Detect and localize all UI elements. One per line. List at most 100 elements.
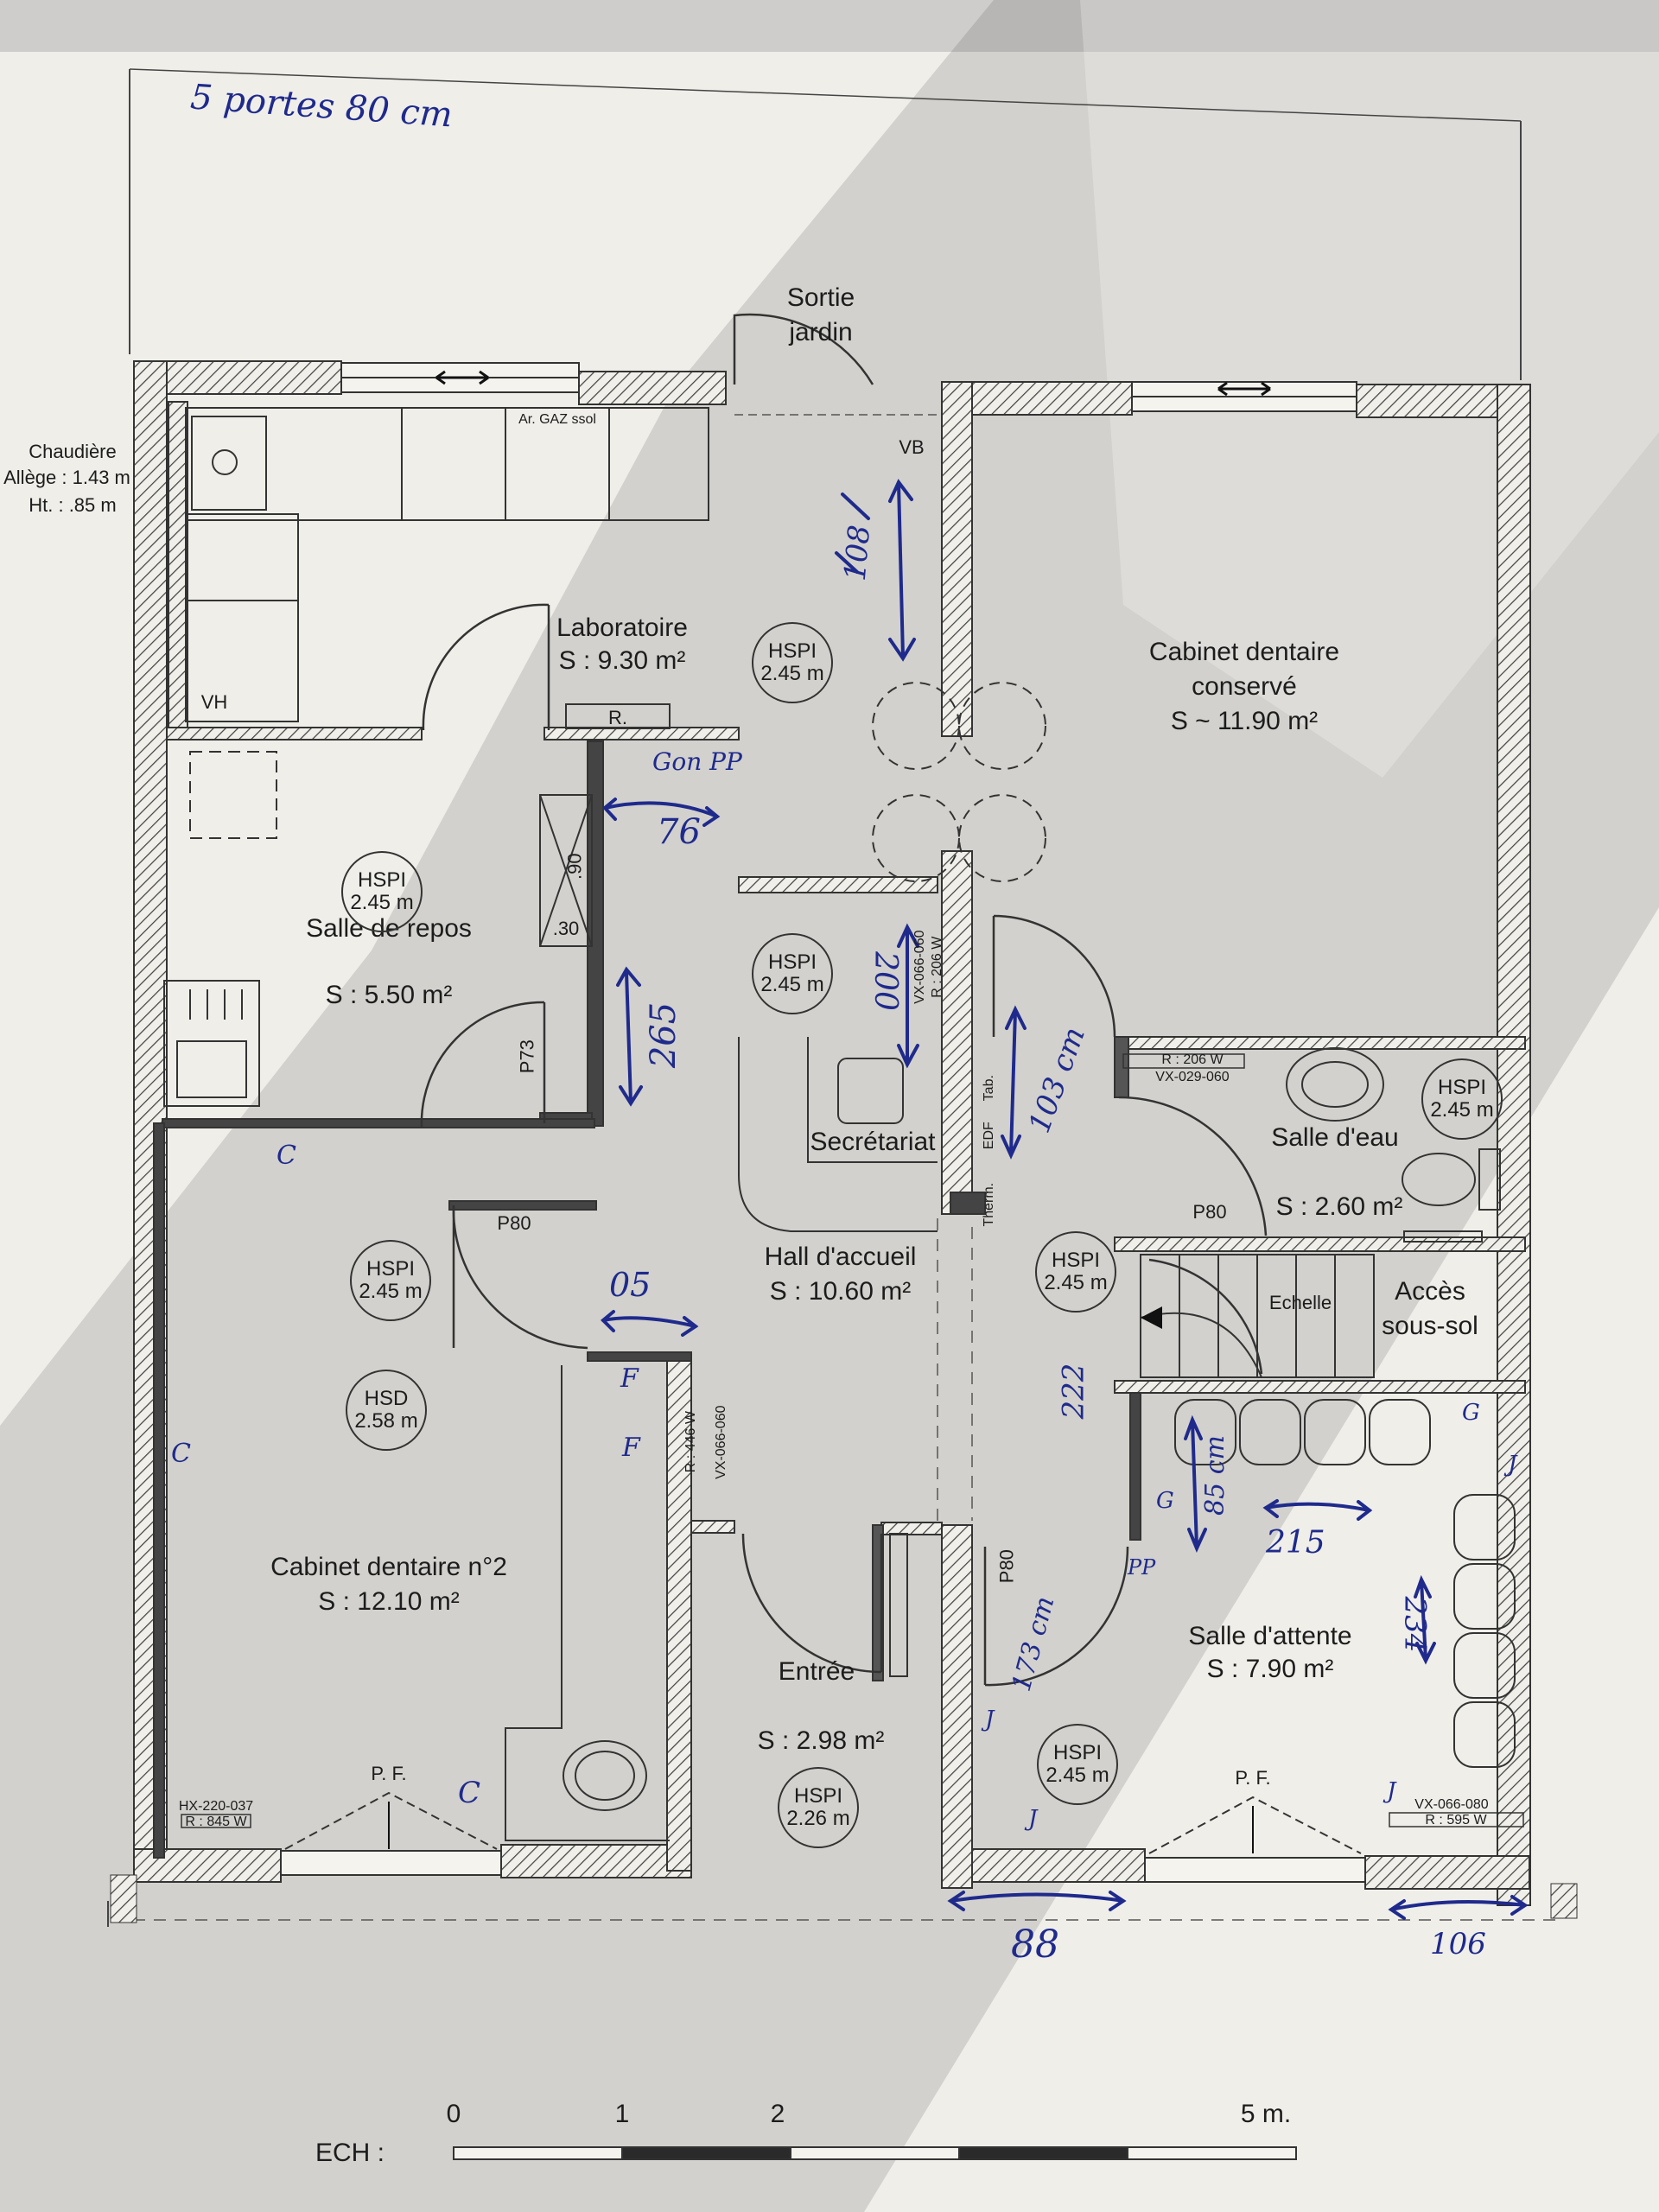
- handwritten-200: 200: [867, 951, 903, 1011]
- room-salle-eau-area: S : 2.60 m²: [1275, 1192, 1403, 1221]
- d90-label: .90: [563, 853, 586, 880]
- vh-label: VH: [200, 691, 228, 713]
- handwritten-f1: F: [620, 1363, 639, 1394]
- room-entree-name: Entrée: [778, 1657, 855, 1686]
- handwritten-arrows: [601, 479, 1529, 1920]
- room-laboratoire-area: S : 9.30 m²: [558, 646, 686, 675]
- scale-tick-2: 2: [770, 2100, 785, 2128]
- handwritten-gonpp: Gon PP: [652, 747, 742, 776]
- handwritten-g2: G: [1462, 1400, 1480, 1426]
- radiator-b-ref: VX-066-060: [713, 1405, 728, 1479]
- handwritten-j1: J: [985, 1707, 995, 1732]
- garden-exit-door[interactable]: [733, 313, 874, 385]
- garden-exit-line1: Sortie: [786, 283, 855, 312]
- handwritten-c1: C: [276, 1141, 296, 1171]
- pf-label-a: P. F.: [371, 1763, 407, 1784]
- handwritten-c3: C: [458, 1776, 481, 1810]
- room-entree-area: S : 2.98 m²: [757, 1726, 885, 1755]
- p73-label: P73: [516, 1039, 538, 1074]
- french-windows: [284, 1791, 1362, 1854]
- p80-label-a: P80: [497, 1212, 531, 1234]
- exterior-walls: [133, 360, 1531, 1906]
- handwritten-222: 222: [1056, 1363, 1091, 1420]
- handwritten-85: 85 cm: [1199, 1435, 1230, 1516]
- room-salle-attente-area: S : 7.90 m²: [1206, 1655, 1334, 1683]
- radiator-b-power: R : 446 W: [683, 1411, 698, 1473]
- p80-label-b: P80: [1192, 1201, 1227, 1223]
- radiator-c-power: R : 845 W: [185, 1815, 247, 1829]
- room-cabinet-conserve-line2: conservé: [1192, 672, 1297, 701]
- handwritten-108: 108: [837, 523, 878, 583]
- handwritten-g1: G: [1156, 1488, 1174, 1514]
- edf-label: EDF: [981, 1122, 996, 1150]
- laboratory-fixtures: [163, 407, 709, 1107]
- scale-tick-5: 5 m.: [1240, 2100, 1292, 2128]
- handwritten-106: 106: [1430, 1927, 1486, 1961]
- room-laboratoire-name: Laboratoire: [556, 613, 688, 642]
- scale-tick-1: 1: [614, 2100, 630, 2128]
- radiator-e-ref: VX-066-060: [912, 930, 927, 1004]
- handwritten-j4: J: [1508, 1452, 1517, 1478]
- handwritten-215: 215: [1266, 1525, 1325, 1560]
- handwritten-265: 265: [644, 1001, 684, 1069]
- room-hall-name: Hall d'accueil: [764, 1243, 917, 1271]
- garden-exit-line2: jardin: [789, 318, 853, 346]
- room-hall-area: S : 10.60 m²: [769, 1277, 912, 1306]
- radiator-e-power: R : 206 W: [929, 936, 944, 998]
- boiler-sill: Allège : 1.43 m: [3, 467, 130, 488]
- room-cabinet-conserve-line1: Cabinet dentaire: [1148, 638, 1340, 666]
- radiator-a-power: R : 206 W: [1161, 1052, 1224, 1067]
- room-salle-eau-name: Salle d'eau: [1271, 1123, 1399, 1152]
- room-cabinet2-area: S : 12.10 m²: [318, 1587, 460, 1616]
- echelle-label: Echelle: [1268, 1292, 1332, 1313]
- scale-tick-0: 0: [446, 2100, 461, 2128]
- room-secretariat-name: Secrétariat: [810, 1128, 936, 1156]
- room-salle-attente-name: Salle d'attente: [1188, 1622, 1352, 1650]
- handwritten-05: 05: [609, 1266, 652, 1304]
- cabinet-2-fixtures: [505, 1365, 908, 1841]
- boiler-height: Ht. : .85 m: [29, 494, 117, 516]
- vb-label: VB: [899, 436, 925, 458]
- room-acces-line2: sous-sol: [1382, 1312, 1478, 1340]
- handwritten-76: 76: [657, 812, 701, 852]
- r-label: R.: [608, 707, 627, 728]
- bathroom-fixtures: [1286, 1047, 1501, 1243]
- waiting-chairs: [1174, 1399, 1516, 1768]
- scale-label: ECH :: [315, 2139, 385, 2167]
- reception-desk: [738, 1037, 938, 1232]
- therm-label: Therm.: [981, 1182, 996, 1227]
- boiler-name: Chaudière: [29, 441, 117, 462]
- handwritten-88: 88: [1011, 1923, 1059, 1967]
- radiator-a-ref: VX-029-060: [1155, 1070, 1230, 1084]
- handwritten-f2: F: [622, 1433, 640, 1463]
- room-cabinet2-name: Cabinet dentaire n°2: [270, 1553, 507, 1581]
- tab-label: Tab.: [981, 1075, 996, 1102]
- room-acces-line1: Accès: [1395, 1277, 1465, 1306]
- d30-label: .30: [552, 918, 580, 939]
- handwritten-j3: J: [1387, 1778, 1396, 1804]
- handwritten-c2: C: [171, 1439, 191, 1469]
- pf-label-b: P. F.: [1235, 1767, 1271, 1789]
- room-salle-repos-area: S : 5.50 m²: [325, 981, 453, 1009]
- scale-bar: [453, 2146, 1297, 2160]
- radiator-c-ref: HX-220-037: [178, 1799, 254, 1814]
- room-cabinet-conserve-area: S ~ 11.90 m²: [1170, 707, 1319, 735]
- radiator-d-ref: VX-066-080: [1414, 1797, 1489, 1812]
- handwritten-pp: PP: [1128, 1555, 1156, 1580]
- p80-label-c: P80: [995, 1549, 1018, 1584]
- handwritten-j2: J: [1028, 1806, 1038, 1832]
- handwritten-234: 234: [1397, 1596, 1433, 1653]
- radiator-d-power: R : 595 W: [1425, 1813, 1487, 1827]
- gas-label: Ar. GAZ ssol: [518, 412, 596, 427]
